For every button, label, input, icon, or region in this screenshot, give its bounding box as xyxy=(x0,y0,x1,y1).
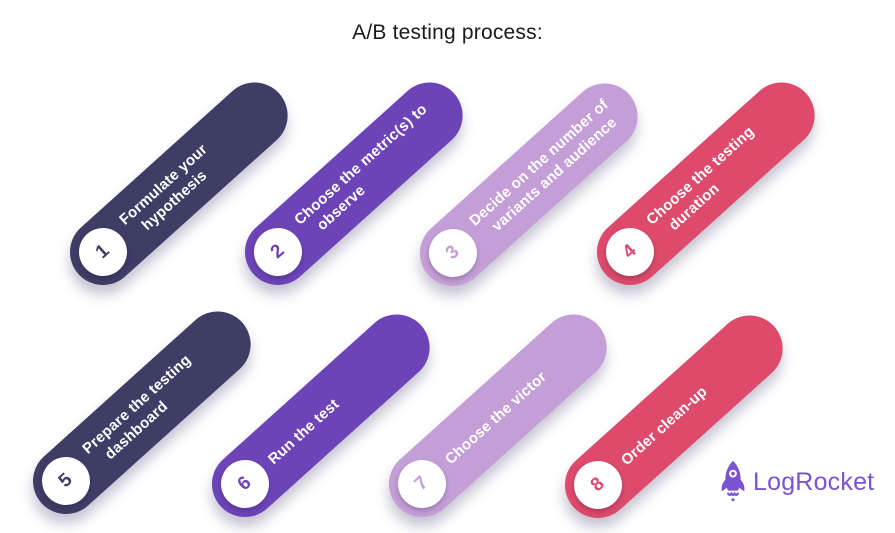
logrocket-logo: LogRocket xyxy=(716,459,874,505)
step-label: Formulate your hypothesis xyxy=(106,130,233,254)
page-title: A/B testing process: xyxy=(352,21,543,44)
step-label: Choose the metric(s) to observe xyxy=(281,90,453,254)
rocket-icon xyxy=(721,460,745,502)
step-label: Choose the victor xyxy=(425,350,566,486)
step-number: 4 xyxy=(618,240,641,263)
step-number: 1 xyxy=(91,240,114,263)
step-label-line1: Run the test xyxy=(264,395,343,468)
step-number: 6 xyxy=(233,472,256,495)
step-number: 3 xyxy=(441,241,464,264)
step-label-line1: Choose the victor xyxy=(441,367,550,468)
step-number: 8 xyxy=(586,473,609,496)
step-number: 7 xyxy=(410,472,433,495)
step-label-line1: Decide on the number of xyxy=(466,96,612,230)
step-number: 2 xyxy=(266,240,289,263)
step-label: Prepare the testing dashboard xyxy=(69,340,217,483)
step-number: 5 xyxy=(54,469,77,492)
step-label-line1: Choose the metric(s) to xyxy=(291,100,431,229)
step-label: Choose the testing duration xyxy=(633,112,780,254)
step-label-line2: variants and audience xyxy=(488,114,621,235)
step-label-line2: observe xyxy=(313,181,369,234)
step-label-line1: Order clean-up xyxy=(617,382,711,469)
step-label: Order clean-up xyxy=(601,364,727,486)
logrocket-wordmark: LogRocket xyxy=(753,467,875,496)
